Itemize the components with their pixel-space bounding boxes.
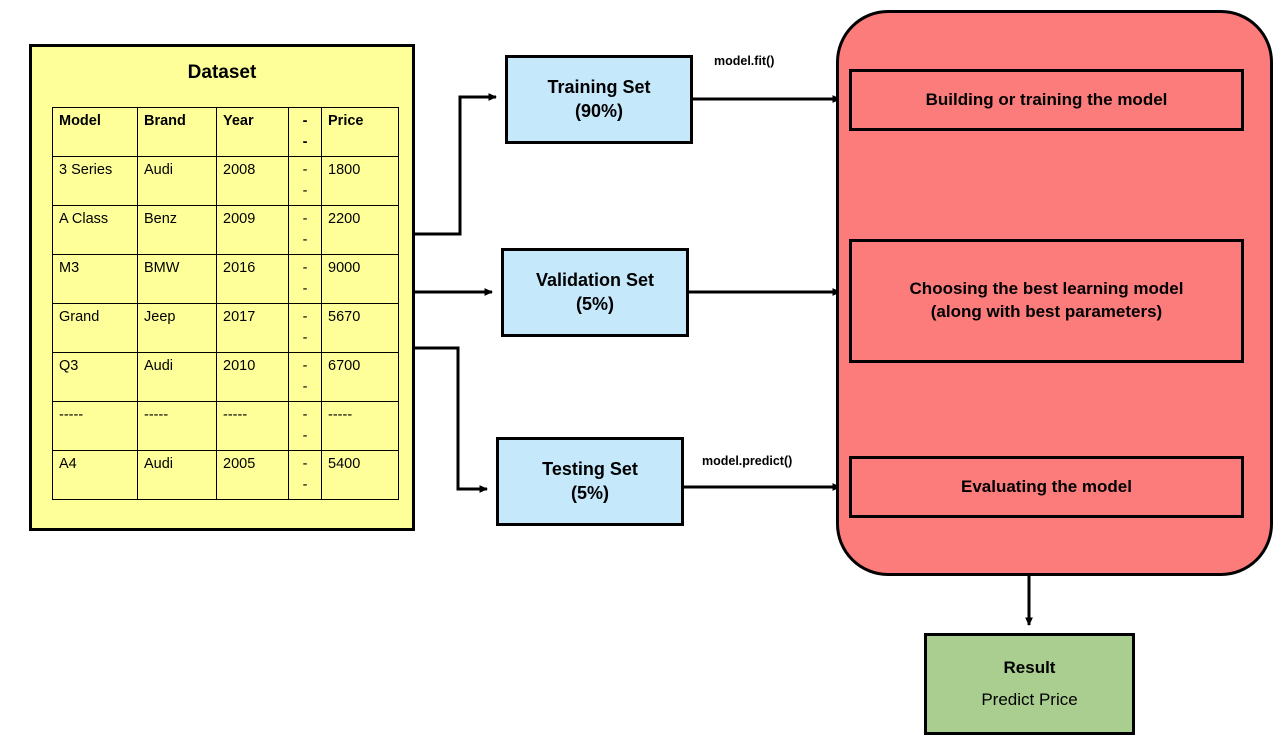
cell-year: ----- [216, 401, 289, 452]
ellipsis-mark: - [302, 379, 308, 396]
cell-model: A4 [52, 450, 138, 501]
choose-model-label: Choosing the best learning model (along … [910, 278, 1184, 324]
cell-year: 2005 [216, 450, 289, 501]
edge-dataset-to-testing [415, 346, 489, 493]
testing-set-percent: (5%) [570, 482, 609, 503]
cell-price: 2200 [321, 205, 399, 256]
ellipsis-mark: - [302, 428, 308, 445]
cell-price: 5400 [321, 450, 399, 501]
cell-brand: Audi [137, 352, 217, 403]
cell-ellipsis: -- [288, 254, 322, 305]
cell-ellipsis: -- [288, 401, 322, 452]
choose-model-line1: Choosing the best learning model [909, 279, 1184, 299]
cell-year: 2009 [216, 205, 289, 256]
ellipsis-mark: - [302, 162, 308, 179]
cell-ellipsis: -- [288, 352, 322, 403]
ellipsis-mark: - [302, 309, 308, 326]
ellipsis-mark: - [302, 281, 308, 298]
choose-model-box[interactable]: Choosing the best learning model (along … [849, 239, 1244, 363]
ellipsis-mark-bottom: - [302, 134, 308, 151]
cell-price: 1800 [321, 156, 399, 207]
column-header-brand: Brand [137, 106, 217, 158]
column-header-ellipsis: - - [288, 106, 322, 158]
build-model-label: Building or training the model [925, 89, 1168, 109]
ellipsis-mark-top: - [302, 113, 308, 129]
validation-set-label: Validation Set [535, 270, 655, 291]
ellipsis-mark: - [302, 232, 308, 249]
cell-year: 2010 [216, 352, 289, 403]
cell-year: 2017 [216, 303, 289, 354]
cell-model: M3 [52, 254, 138, 305]
build-model-box[interactable]: Building or training the model [849, 69, 1244, 131]
result-title: Result [1003, 658, 1056, 677]
ellipsis-mark: - [302, 260, 308, 277]
training-set-box[interactable]: Training Set (90%) [505, 55, 693, 144]
ellipsis-mark: - [302, 183, 308, 200]
ellipsis-mark: - [302, 477, 308, 494]
testing-set-label: Testing Set [542, 459, 638, 480]
ellipsis-mark: - [302, 358, 308, 375]
cell-year: 2008 [216, 156, 289, 207]
cell-price: 9000 [321, 254, 399, 305]
edge-label-model-fit: model.fit() [714, 54, 775, 68]
cell-model: 3 Series [52, 156, 138, 207]
ellipsis-mark: - [302, 330, 308, 347]
cell-ellipsis: -- [288, 156, 322, 207]
ellipsis-mark: - [302, 407, 308, 424]
cell-model: A Class [52, 205, 138, 256]
cell-model: ----- [52, 401, 138, 452]
cell-brand: ----- [137, 401, 217, 452]
column-header-year: Year [216, 106, 289, 158]
evaluate-model-label: Evaluating the model [961, 476, 1132, 496]
cell-year: 2016 [216, 254, 289, 305]
edge-dataset-to-training [415, 93, 498, 236]
choose-model-line2: (along with best parameters) [930, 302, 1163, 321]
column-header-model: Model [52, 106, 138, 158]
cell-price: 5670 [321, 303, 399, 354]
cell-brand: Benz [137, 205, 217, 256]
table-row: ---------------------- [52, 401, 399, 452]
cell-brand: Audi [137, 450, 217, 501]
cell-ellipsis: -- [288, 303, 322, 354]
result-subtitle: Predict Price [981, 690, 1078, 709]
validation-set-box[interactable]: Validation Set (5%) [501, 248, 689, 337]
cell-price: 6700 [321, 352, 399, 403]
training-set-label: Training Set [547, 77, 651, 98]
edge-label-model-predict: model.predict() [702, 454, 793, 468]
cell-model: Q3 [52, 352, 138, 403]
column-header-price: Price [321, 106, 399, 158]
table-header-row: Model Brand Year - - Price [52, 106, 399, 158]
result-box[interactable]: Result Predict Price [924, 633, 1135, 735]
ellipsis-mark: - [302, 456, 308, 473]
cell-ellipsis: -- [288, 205, 322, 256]
ellipsis-mark: - [302, 211, 308, 228]
dataset-title: Dataset [187, 62, 257, 83]
training-set-percent: (90%) [574, 100, 623, 121]
cell-brand: BMW [137, 254, 217, 305]
testing-set-box[interactable]: Testing Set (5%) [496, 437, 684, 526]
evaluate-model-box[interactable]: Evaluating the model [849, 456, 1244, 518]
dataset-panel: Dataset Model Brand Year - - Price 3 Ser [29, 44, 415, 531]
cell-price: ----- [321, 401, 399, 452]
cell-brand: Audi [137, 156, 217, 207]
validation-set-percent: (5%) [575, 293, 614, 314]
cell-ellipsis: -- [288, 450, 322, 501]
cell-model: Grand [52, 303, 138, 354]
cell-brand: Jeep [137, 303, 217, 354]
